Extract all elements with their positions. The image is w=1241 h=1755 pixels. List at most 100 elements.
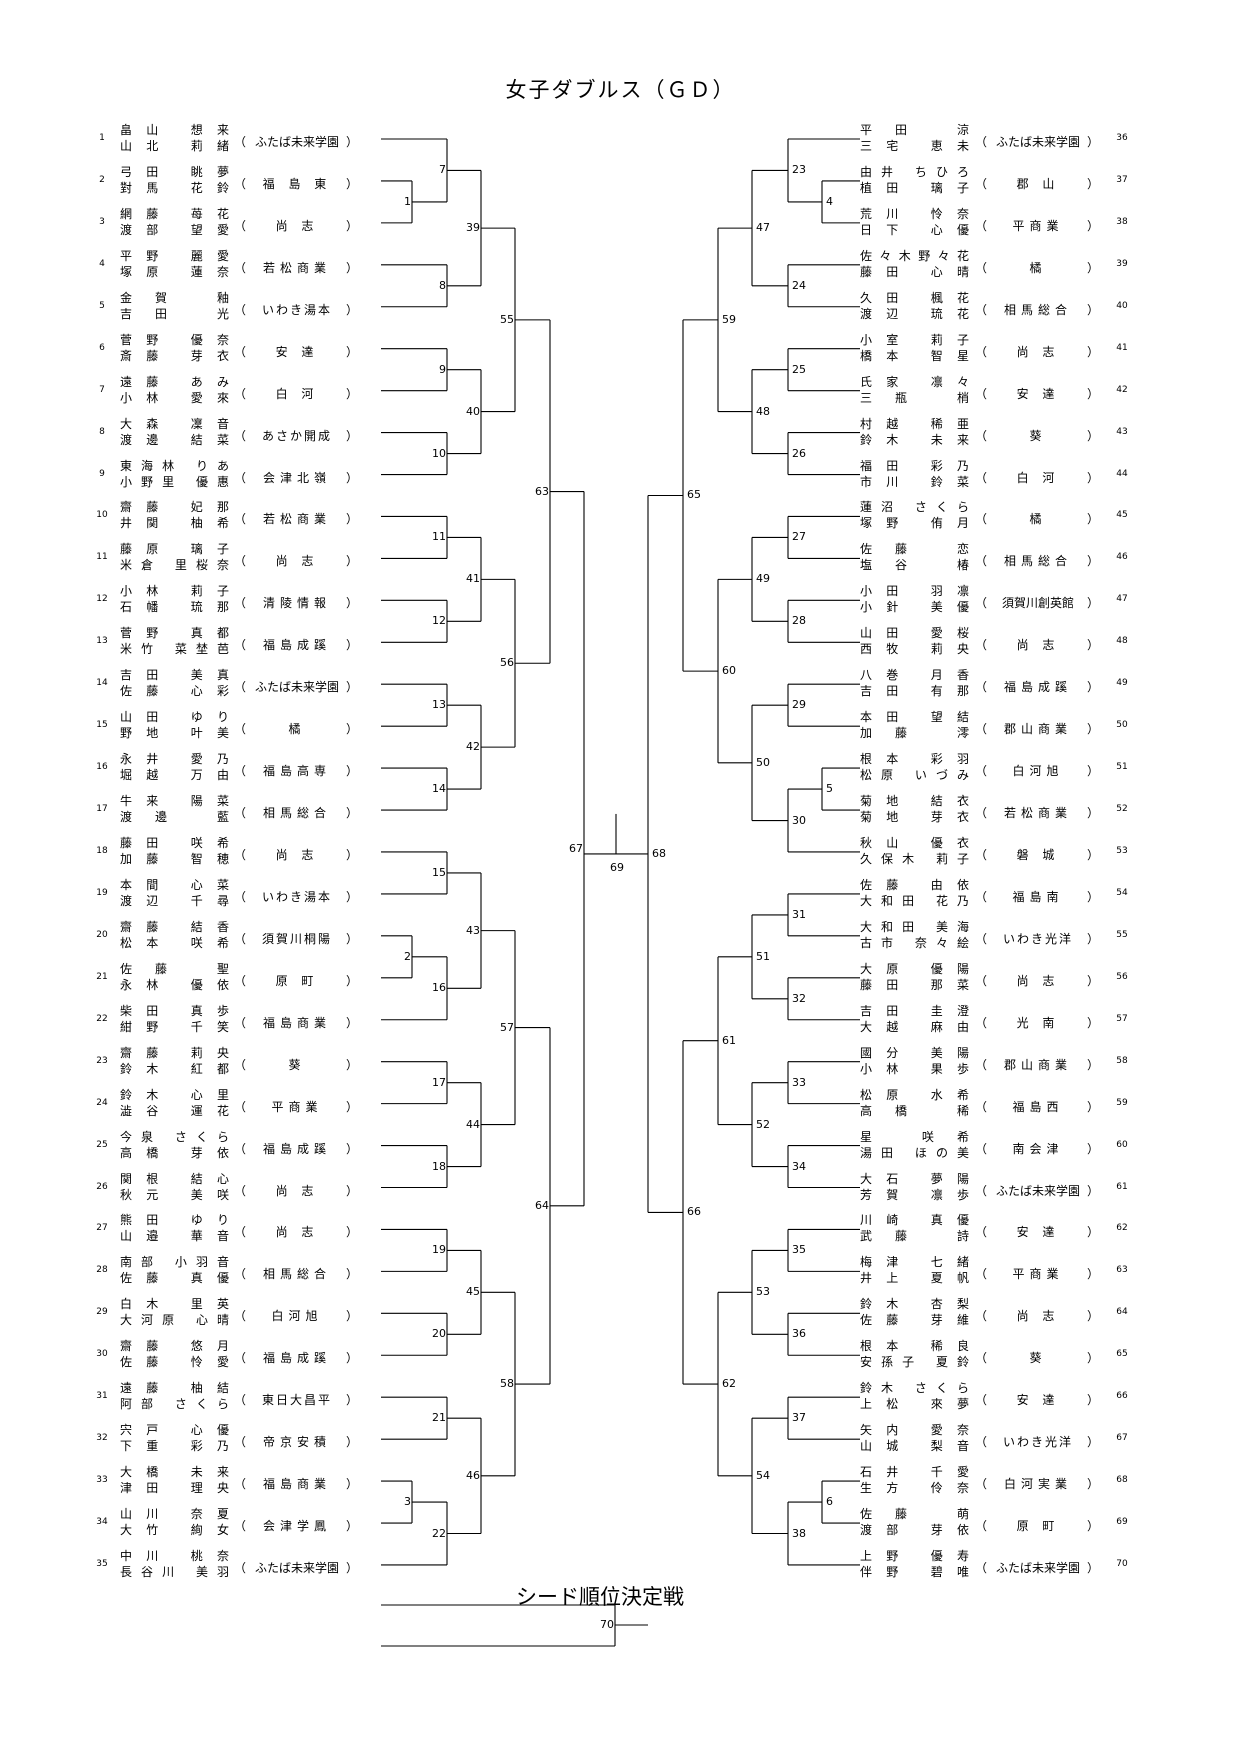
player-names: 小田 羽凛小針 美優 [860,583,970,615]
player-name: 熊田 ゆり [120,1213,230,1228]
entry-number: 47 [1116,594,1128,605]
player-name: 蓮沼 さくら [860,500,970,515]
paren-open: （ [975,680,989,695]
school-label: 相馬総合 [262,806,331,821]
paren-close: ） [1087,1477,1101,1492]
player-name: 小林 愛來 [120,390,230,405]
player-name: 藤田 那菜 [860,977,970,992]
school-label: 平商業 [1012,1267,1064,1282]
school-label: 橘 [1029,260,1047,275]
paren-close: ） [1087,386,1101,401]
school-label: ふたば未来学園 [254,1560,339,1575]
player-name: 氏家 凛々 [860,374,970,389]
player-name: 矢内 愛奈 [860,1423,970,1438]
school-label: 福島高専 [262,764,331,779]
paren-open: （ [975,386,989,401]
school-label: 尚 志 [275,1183,319,1198]
paren-close: ） [346,1477,360,1492]
player-names: 鈴木 杏梨佐藤 芽維 [860,1296,970,1328]
entry-number: 21 [96,971,108,982]
match-number: 48 [756,404,770,418]
entry-number: 36 [1116,133,1128,143]
player-name: 井上 夏帆 [860,1271,970,1286]
entry-number: 50 [1116,720,1128,731]
match-number: 57 [500,1020,514,1034]
player-name: 菅野 優奈 [120,332,230,347]
player-name: 吉田 圭澄 [860,1003,970,1018]
match-number: 51 [756,949,770,963]
school-label: 原 町 [275,973,319,988]
player-name: 平田 涼 [860,123,970,137]
school-label: 福島成蹊 [262,1141,331,1156]
player-name: 大石 夢陽 [860,1171,970,1186]
paren-open: （ [234,1560,248,1575]
player-name: 加藤 澪 [860,726,970,741]
player-name: 吉田 有那 [860,684,970,699]
paren-open: （ [234,1141,248,1156]
player-names: 久田 楓花渡辺 琉花 [860,290,970,322]
paren-close: ） [1087,638,1101,653]
player-name: 佐藤 芽維 [860,1313,970,1328]
player-name: 渡邊 結菜 [120,432,230,447]
entry-number: 42 [1116,384,1128,395]
match-number: 22 [432,1526,446,1540]
school-label: 尚 志 [1016,1309,1060,1324]
entry-number: 53 [1116,845,1128,856]
paren-open: （ [975,1225,989,1240]
school-label: 尚 志 [1016,344,1060,359]
paren-open: （ [234,1183,248,1198]
paren-open: （ [234,1477,248,1492]
player-names: 齋藤 悠月佐藤 怜愛 [120,1338,230,1370]
school-label: 白 河 [275,386,319,401]
paren-close: ） [1087,1183,1101,1198]
school-label: 若松商業 [262,260,331,275]
paren-open: （ [234,847,248,862]
paren-close: ） [1087,176,1101,191]
player-name: 渡辺 琉花 [860,306,970,321]
player-names: 荒川 怜奈日下 心優 [860,206,970,238]
school-label: 福島商業 [262,1015,331,1030]
player-names: 星 咲希湯田 ほの美 [860,1129,970,1161]
player-name: 古市 奈々絵 [860,935,970,950]
player-name: 八巻 月香 [860,668,970,683]
player-name: 小室 莉子 [860,332,970,347]
paren-close: ） [1087,847,1101,862]
match-number: 29 [792,698,806,712]
school-label: 白河旭 [271,1309,323,1324]
paren-open: （ [234,889,248,904]
entry-number: 58 [1116,1055,1128,1066]
paren-open: （ [975,1351,989,1366]
player-name: 川崎 真優 [860,1213,970,1228]
player-name: 南部 小羽音 [120,1255,230,1270]
player-name: 山田 ゆり [120,710,230,725]
school-label: 帝京安積 [262,1435,331,1450]
paren-open: （ [234,1015,248,1030]
player-names: 藤田 咲希加藤 智穂 [120,835,230,867]
player-names: 柴田 真歩紺野 千笑 [120,1003,230,1035]
entry-number: 40 [1116,300,1128,311]
player-name: 斎藤 芽衣 [120,348,230,363]
player-name: 鈴木 紅都 [120,1061,230,1076]
player-name: 阿部 さくら [120,1397,230,1412]
entry-number: 61 [1116,1181,1128,1192]
match-number: 21 [432,1411,446,1425]
paren-close: ） [346,889,360,904]
paren-close: ） [346,722,360,737]
paren-open: （ [234,680,248,695]
match-number: 60 [722,664,736,678]
match-number: 14 [432,782,446,796]
player-name: 高橋 芽依 [120,1145,230,1160]
paren-close: ） [346,1519,360,1534]
school-label: 尚 志 [275,847,319,862]
